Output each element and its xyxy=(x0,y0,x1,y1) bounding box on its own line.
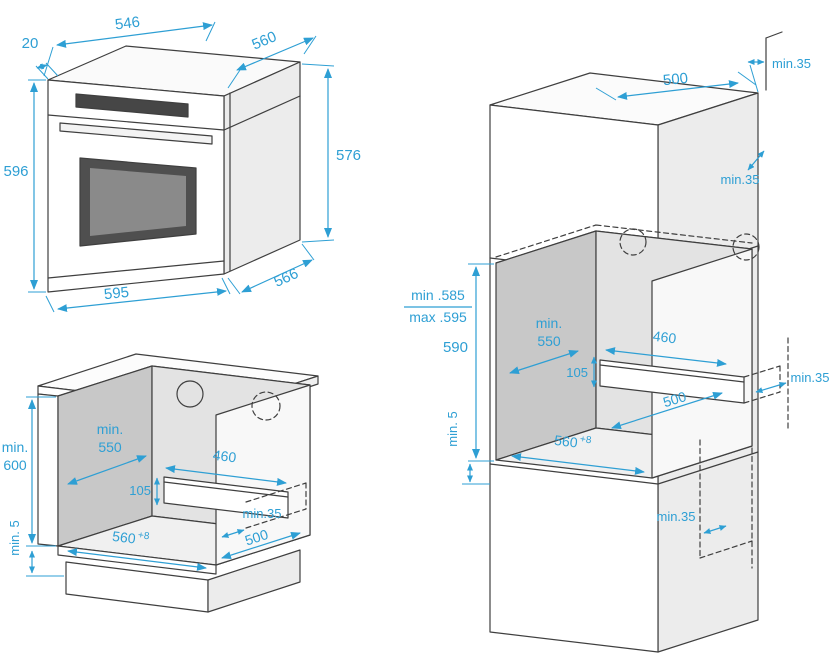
niche-left-wall xyxy=(57,365,153,547)
tall-niche-width-tolerance: +8 xyxy=(579,434,592,446)
oven-door-bottom-seam xyxy=(47,260,225,279)
dim-label-550: 550 xyxy=(98,439,122,455)
hidden-side-hole xyxy=(251,391,281,421)
oven-drawing: 546 20 560 596 576 595 xyxy=(3,14,361,313)
dim-oven-top-depth: 546 xyxy=(43,14,216,77)
hidden-vent-hole-left xyxy=(619,228,647,256)
dim-base-vent-height: 105 xyxy=(129,477,160,506)
floor-slab-seam-side xyxy=(657,451,759,485)
oven-display xyxy=(75,93,189,118)
dim-label-560: 560+8 xyxy=(553,431,592,452)
hidden-vent-hole-right xyxy=(732,233,760,261)
dim-tall-niche-height: 590 xyxy=(443,263,494,462)
niche-width-tolerance: +8 xyxy=(137,530,150,542)
dim-label-560: 560+8 xyxy=(111,527,150,548)
dim-label-590: 590 xyxy=(443,339,468,356)
dim-label-500-top: 500 xyxy=(662,70,689,90)
dim-tall-wall-clearance-back: min.35 xyxy=(755,370,830,394)
tall-niche-width-value: 560 xyxy=(553,432,578,451)
dim-oven-height-front: 596 xyxy=(3,79,46,293)
hidden-side-cutout xyxy=(245,482,307,529)
dim-tall-vent-width: 460 xyxy=(605,328,727,367)
dim-base-side-clearance: min.35 xyxy=(221,506,282,538)
dim-label-500-floor: 500 xyxy=(661,388,688,410)
dim-base-niche-height: min. 600 xyxy=(2,396,56,547)
oven-door-window-inner xyxy=(90,168,186,236)
dim-label-20: 20 xyxy=(22,35,39,52)
oven-door-handle xyxy=(59,122,213,145)
dim-tall-platform-depth: 500 xyxy=(611,388,723,430)
dim-base-bottom-gap: min. 5 xyxy=(7,520,64,577)
plinth-side xyxy=(207,549,301,613)
dim-label-105: 105 xyxy=(566,365,588,380)
base-cabinet-drawing: min. 600 min. 5 min. 550 460 105 560+8 5… xyxy=(2,353,319,613)
dim-label-min: min. xyxy=(97,421,123,437)
dim-label-105: 105 xyxy=(129,483,151,498)
dim-label-460: 460 xyxy=(212,447,237,466)
back-wall-vent-hole xyxy=(176,380,204,408)
hidden-upper-shelf xyxy=(495,224,753,258)
dim-label-min35-top: min.35 xyxy=(772,56,811,71)
tall-niche-right-panel xyxy=(651,248,753,479)
dim-base-platform-depth: 500 xyxy=(221,526,301,560)
dim-label-min35-below: min.35 xyxy=(656,509,695,524)
dim-label-min35-side: min.35 xyxy=(720,172,759,187)
dim-label-min: min. xyxy=(2,439,28,455)
dim-tall-bottom-gap: min. 5 xyxy=(445,411,490,485)
dim-oven-front-overhang: 20 xyxy=(22,35,59,80)
oven-side-face xyxy=(223,61,301,275)
wall-corner-top xyxy=(765,31,783,91)
tall-vent-slot-inner xyxy=(599,364,745,383)
dim-tall-wall-clearance-top: min.35 xyxy=(747,56,811,93)
dim-label-min35-back: min.35 xyxy=(790,370,829,385)
oven-control-panel-seam xyxy=(47,114,225,131)
dim-tall-niche-depth: min. 550 xyxy=(509,315,579,375)
dim-tall-niche-height-minmax: min .585 max .595 xyxy=(404,287,472,325)
dim-label-576: 576 xyxy=(336,147,361,164)
tall-cabinet-drawing: 500 min.35 min.35 min .585 max .595 590 … xyxy=(404,31,830,653)
dim-label-600: 600 xyxy=(3,457,27,473)
dim-base-niche-depth: min. 550 xyxy=(67,421,147,485)
dim-label-min585: min .585 xyxy=(411,287,465,303)
dim-base-vent-width: 460 xyxy=(165,447,287,486)
niche-width-value: 560 xyxy=(111,528,136,547)
dim-tall-below-clearance: min.35 xyxy=(656,509,727,534)
dim-label-550: 550 xyxy=(537,333,561,349)
dim-label-596: 596 xyxy=(3,163,28,180)
dim-label-min35: min.35 xyxy=(242,506,281,521)
dim-label-500: 500 xyxy=(243,526,270,549)
hidden-duct-below xyxy=(699,439,753,569)
dim-label-560: 560 xyxy=(249,28,279,53)
dim-label-min5: min. 5 xyxy=(445,411,460,446)
dim-label-min5: min. 5 xyxy=(7,520,22,555)
dim-label-546: 546 xyxy=(114,14,141,34)
dim-label-min: min. xyxy=(536,315,562,331)
dim-label-460: 460 xyxy=(652,328,677,347)
dim-tall-niche-width: 560+8 xyxy=(511,431,645,475)
dim-tall-vent-height: 105 xyxy=(566,356,597,388)
left-side-panel-edge xyxy=(37,393,59,547)
dim-tall-top-depth: 500 xyxy=(595,70,757,101)
dim-oven-bottom-width: 595 xyxy=(45,277,231,313)
dim-tall-wall-clearance-side: min.35 xyxy=(720,150,765,187)
oven-side-panel-seam xyxy=(223,95,301,131)
dim-oven-height-side: 576 xyxy=(301,63,361,243)
vent-slot xyxy=(163,476,289,519)
dim-base-niche-width: 560+8 xyxy=(67,527,207,571)
dim-label-566: 566 xyxy=(271,265,301,291)
dim-label-595: 595 xyxy=(103,284,130,304)
dim-label-max595: max .595 xyxy=(409,309,467,325)
